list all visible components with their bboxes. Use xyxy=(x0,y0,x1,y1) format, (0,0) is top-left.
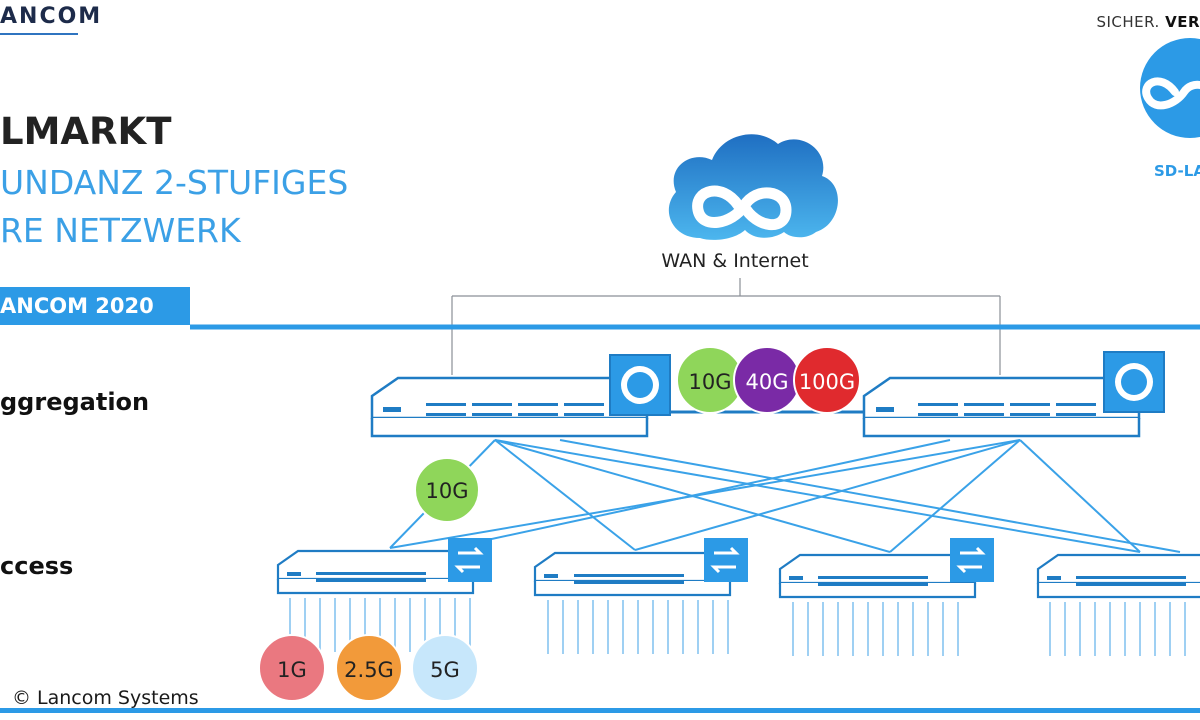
aggregation-switch-left xyxy=(370,354,671,438)
speed-bubble-10g-downlink xyxy=(414,457,480,523)
access-switch-4 xyxy=(1036,553,1200,599)
tagline-prefix: SICHER. xyxy=(1096,13,1166,31)
logo-underline xyxy=(0,33,78,35)
access-switch-3 xyxy=(778,538,994,599)
speed-label-10g-uplink: 10G xyxy=(689,370,732,394)
page-title: LMARKT xyxy=(0,110,172,153)
bottom-accent-line xyxy=(0,708,1200,713)
speed-bubble-100g xyxy=(793,346,861,414)
copyright: © Lancom Systems xyxy=(12,687,199,709)
sd-lan-badge-label: SD-LA xyxy=(1154,162,1200,180)
wan-internet-label: WAN & Internet xyxy=(661,250,809,272)
tagline-bold: VER xyxy=(1165,13,1200,31)
speed-label-5g: 5G xyxy=(430,658,460,682)
speed-bubble-2-5g xyxy=(335,634,403,702)
port-lines xyxy=(289,598,1186,656)
speed-label-1g: 1G xyxy=(277,658,307,682)
speed-bubble-5g xyxy=(411,634,479,702)
speed-label-2-5g: 2.5G xyxy=(344,658,394,682)
logo: ANCOM xyxy=(0,4,103,29)
tier-aggregation-label: ggregation xyxy=(0,388,150,416)
access-switch-2 xyxy=(533,538,748,597)
tier-access-label: ccess xyxy=(0,552,74,580)
tagline: SICHER. VER xyxy=(1096,13,1200,31)
year-banner: ANCOM 2020 xyxy=(0,287,190,325)
speed-label-100g: 100G xyxy=(799,370,855,394)
sd-lan-badge: SD-LA xyxy=(1140,38,1200,188)
aggregation-switch-right xyxy=(862,351,1165,438)
speed-label-40g: 40G xyxy=(746,370,789,394)
speed-label-10g-downlink: 10G xyxy=(426,479,469,503)
subtitle-line-1: UNDANZ 2-STUFIGES xyxy=(0,163,349,202)
fabric-links xyxy=(389,439,1181,553)
cloud-icon xyxy=(668,134,838,240)
speed-bubble-1g xyxy=(258,634,326,702)
subtitle-line-2: RE NETZWERK xyxy=(0,211,241,250)
access-switch-1 xyxy=(276,538,492,595)
